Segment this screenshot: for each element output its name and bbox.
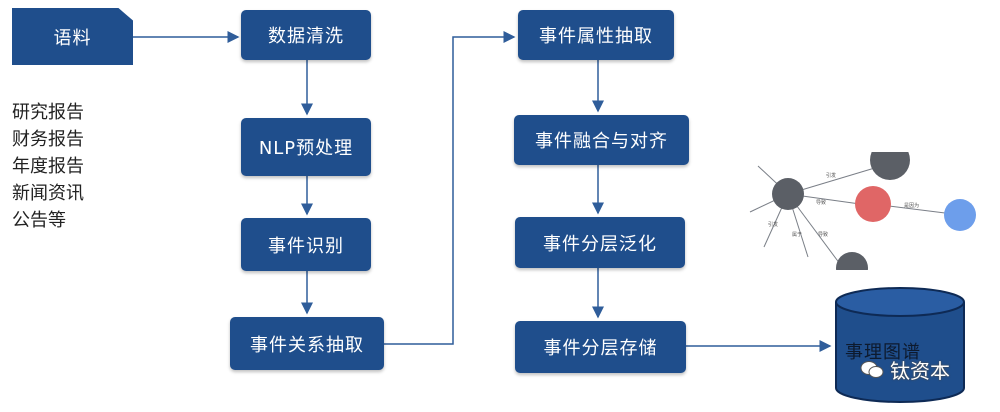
graph-node-red — [855, 186, 891, 222]
graph-edge-label: 引发 — [768, 221, 778, 228]
graph-node-top — [870, 152, 910, 180]
database-label: 事理图谱 — [845, 342, 921, 363]
step-label: 事件融合与对齐 — [535, 131, 668, 152]
step-event-attribute-extraction: 事件属性抽取 — [518, 10, 674, 60]
graph-edge-label: 导致 — [816, 199, 826, 206]
source-type-item: 研究报告 — [12, 102, 84, 123]
event-graph-thumbnail: 引发 导致 是因为 属于 导致 引发 — [749, 152, 976, 270]
source-corpus-box: 语料 — [12, 8, 133, 65]
source-type-item: 公告等 — [12, 210, 66, 231]
arrow-relation-to-attribute — [384, 31, 516, 345]
watermark: 钛资本 — [860, 355, 950, 384]
step-label: NLP预处理 — [258, 138, 354, 159]
step-data-cleaning: 数据清洗 — [241, 10, 371, 60]
step-event-hierarchy-storage: 事件分层存储 — [515, 321, 686, 373]
source-type-item: 新闻资讯 — [12, 183, 84, 204]
step-label: 事件分层存储 — [543, 338, 658, 359]
graph-edge-label: 引发 — [826, 172, 836, 179]
graph-node-blue — [944, 199, 976, 231]
source-corpus-label: 语料 — [53, 27, 92, 49]
source-type-item: 年度报告 — [12, 156, 84, 177]
wechat-icon — [860, 360, 884, 380]
step-event-relation-extraction: 事件关系抽取 — [230, 317, 384, 370]
graph-edge-label: 属于 — [792, 232, 802, 238]
step-event-fusion-alignment: 事件融合与对齐 — [514, 115, 689, 165]
source-type-item: 财务报告 — [12, 129, 84, 150]
step-nlp-preprocess: NLP预处理 — [241, 118, 371, 176]
graph-node-center — [772, 178, 804, 210]
graph-node-bottom — [836, 252, 868, 270]
step-event-recognition: 事件识别 — [241, 218, 371, 271]
database-cylinder — [835, 287, 965, 403]
graph-edge-label: 是因为 — [904, 202, 919, 209]
step-label: 事件关系抽取 — [250, 334, 364, 356]
source-types-list: 研究报告 财务报告 年度报告 新闻资讯 公告等 — [12, 99, 84, 234]
step-event-hierarchy-generalization: 事件分层泛化 — [515, 217, 685, 268]
step-label: 数据清洗 — [268, 26, 344, 47]
watermark-label: 钛资本 — [890, 359, 950, 383]
step-label: 事件属性抽取 — [539, 26, 653, 47]
step-label: 事件分层泛化 — [543, 233, 657, 255]
step-label: 事件识别 — [268, 235, 344, 257]
graph-edge-label: 导致 — [818, 231, 828, 238]
